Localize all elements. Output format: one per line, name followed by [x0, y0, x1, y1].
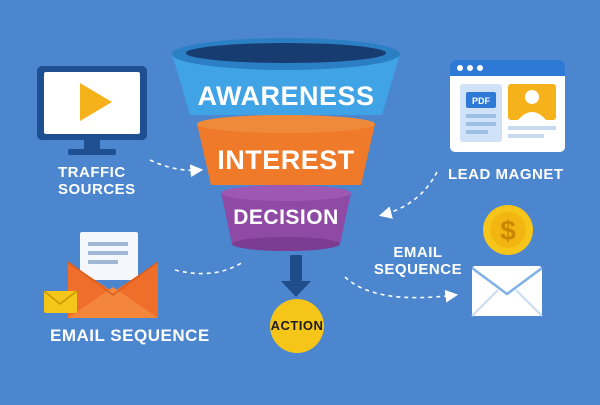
pdf-label: PDF — [472, 96, 491, 106]
funnel-awareness-layer — [172, 54, 400, 115]
decision-label: DECISION — [233, 206, 339, 229]
action-circle — [270, 299, 324, 353]
traffic-sources-line2: SOURCES — [58, 181, 136, 199]
monitor-play-icon — [37, 66, 147, 155]
open-envelope-icon — [43, 232, 159, 318]
funnel-interest-rim — [197, 115, 375, 133]
funnel — [172, 38, 400, 251]
email-sequence-right-line2: SEQUENCE — [373, 261, 463, 279]
dollar-sign: $ — [500, 215, 516, 246]
email-sequence-right-label: EMAIL SEQUENCE — [366, 244, 470, 279]
interest-label: INTEREST — [217, 145, 355, 175]
traffic-sources-line1: TRAFFIC — [58, 164, 126, 181]
down-arrow-icon — [281, 255, 311, 297]
connector-traffic — [149, 159, 204, 178]
funnel-bottom-rim — [232, 237, 340, 251]
email-sequence-left-label: EMAIL SEQUENCE — [50, 326, 210, 345]
funnel-decision-layer — [221, 193, 351, 244]
connector-lead-magnet — [378, 171, 438, 219]
connector-email-right — [344, 276, 459, 303]
funnel-interest-layer — [197, 124, 375, 185]
email-sequence-right-line1: EMAIL — [393, 244, 443, 261]
funnel-opening — [186, 43, 386, 63]
connectors — [149, 159, 459, 303]
action-label: ACTION — [270, 318, 324, 333]
lead-magnet-label: LEAD MAGNET — [448, 166, 564, 183]
connector-email-left — [174, 261, 244, 275]
envelope-with-coin-icon — [471, 205, 543, 317]
traffic-sources-label: TRAFFIC SOURCES — [58, 164, 136, 199]
awareness-label: AWARENESS — [197, 81, 375, 111]
funnel-decision-rim — [221, 185, 351, 201]
browser-pdf-profile-icon — [450, 60, 565, 152]
